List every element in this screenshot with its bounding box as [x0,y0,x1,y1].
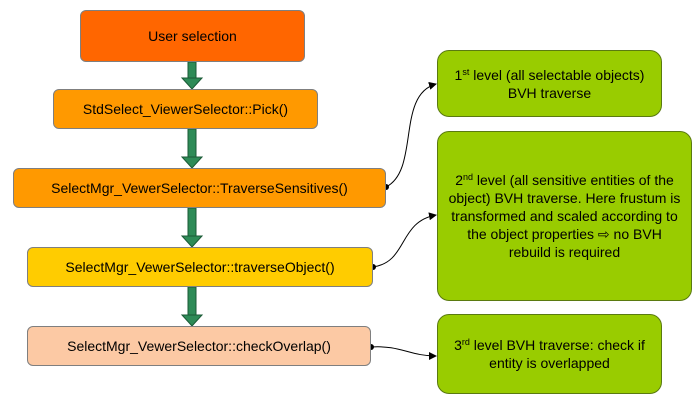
level-1-num: 1 [454,66,463,83]
connector-level-2 [370,212,437,270]
pick-step-box: StdSelect_ViewerSelector::Pick() [53,89,318,129]
traverse-object-box: SelectMgr_VewerSelector::traverseObject(… [27,247,373,287]
user-selection-box: User selection [80,10,305,62]
flow-arrow-1 [180,61,204,90]
level-2-note-text: 2nd level (all sensitive entities of the… [446,171,683,261]
level-1-ordinal: st [462,66,470,77]
connector-level-3 [368,344,437,360]
level-3-ordinal: rd [461,337,470,347]
level-3-note-text: 3rd level BVH traverse: check if entity … [446,336,653,372]
flow-arrow-3 [180,207,204,248]
level-3-note: 3rd level BVH traverse: check if entity … [437,314,662,394]
level-2-desc: level (all sensitive entities of the obj… [448,172,681,260]
user-selection-label: User selection [148,28,237,44]
level-1-note-text: 1st level (all selectable objects) BVH t… [446,66,653,102]
level-2-ordinal: nd [463,172,474,182]
check-overlap-label: SelectMgr_VewerSelector::checkOverlap() [67,338,331,354]
flow-arrow-2 [180,128,204,169]
traverse-sensitives-box: SelectMgr_VewerSelector::TraverseSensiti… [13,168,386,208]
level-3-desc: level BVH traverse: check if entity is o… [469,337,645,371]
level-2-note: 2nd level (all sensitive entities of the… [437,131,692,301]
traverse-object-label: SelectMgr_VewerSelector::traverseObject(… [65,259,335,275]
pick-step-label: StdSelect_ViewerSelector::Pick() [82,101,289,117]
level-3-num: 3 [454,337,462,353]
level-1-note: 1st level (all selectable objects) BVH t… [437,50,662,117]
connector-level-1 [383,82,437,190]
flow-arrow-4 [180,286,204,327]
check-overlap-box: SelectMgr_VewerSelector::checkOverlap() [27,326,371,366]
traverse-sensitives-label: SelectMgr_VewerSelector::TraverseSensiti… [51,180,348,196]
level-1-desc: level (all selectable objects) BVH trave… [469,66,645,101]
level-2-num: 2 [455,172,463,188]
